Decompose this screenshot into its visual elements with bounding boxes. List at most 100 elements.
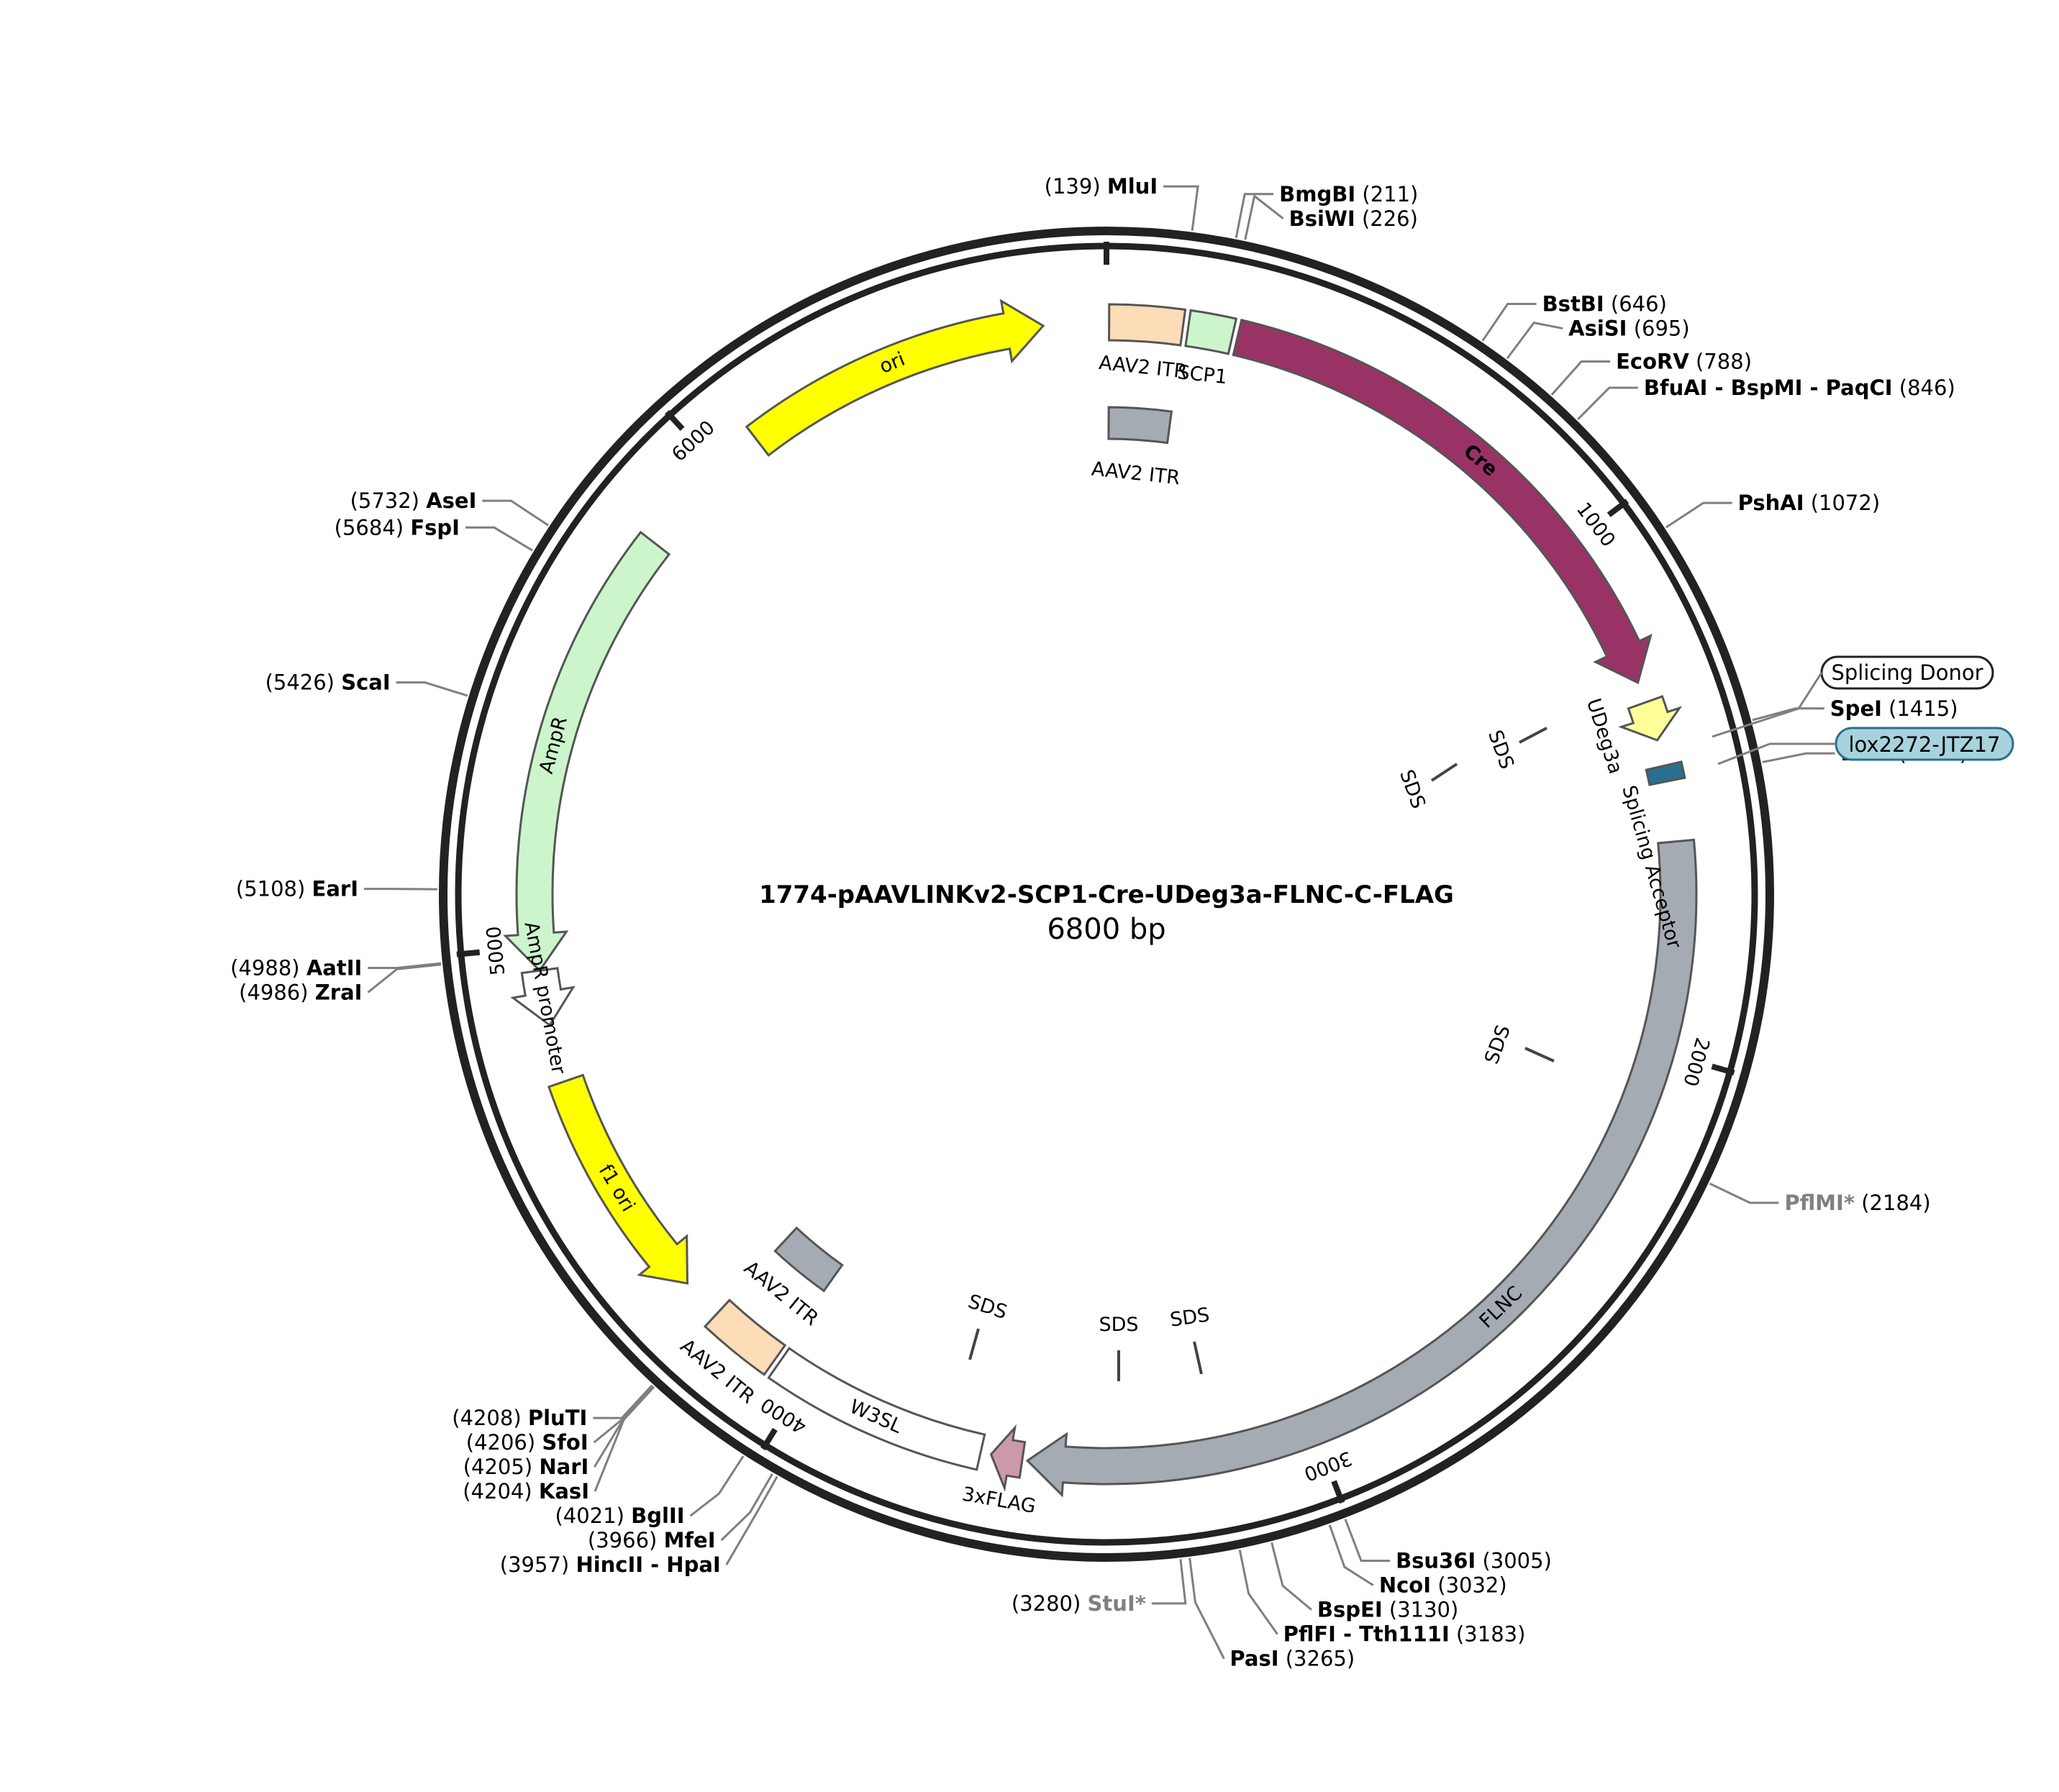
site-label-bmgbi: BmgBI (211)	[1279, 182, 1418, 206]
site-label-bspei: BspEI (3130)	[1317, 1598, 1458, 1622]
site-leader	[1238, 1550, 1278, 1635]
site-label-spei: SpeI (1415)	[1830, 696, 1958, 721]
site-name: PshAI	[1738, 491, 1804, 515]
site-name: FspI	[410, 515, 460, 540]
site-leader	[465, 526, 533, 552]
site-position: (4204)	[463, 1479, 532, 1504]
site-label-bstbi: BstBI (646)	[1542, 292, 1667, 317]
plasmid-size: 6800 bp	[1047, 913, 1165, 946]
site-name: AatII	[306, 955, 362, 980]
site-leader	[367, 963, 442, 993]
site-position: (3280)	[1012, 1591, 1081, 1616]
tick-mark	[1606, 499, 1630, 517]
feature-udeg3a	[1618, 695, 1683, 742]
site-name: ScaI	[341, 670, 390, 695]
site-label-hincii-hpai: (3957) HincII - HpaI	[500, 1552, 721, 1577]
site-name: BglII	[631, 1504, 684, 1528]
site-leader	[720, 1473, 773, 1542]
site-leader	[1752, 707, 1824, 722]
site-label-sfoi: (4206) SfoI	[466, 1430, 588, 1455]
site-position: (226)	[1362, 206, 1418, 231]
site-position: (3966)	[588, 1528, 657, 1552]
site-position: (4208)	[452, 1406, 521, 1430]
site-label-bfuai-bspmi-paqci: BfuAI - BspMI - PaqCI (846)	[1644, 376, 1955, 400]
site-position: (846)	[1899, 376, 1955, 400]
site-position: (3130)	[1389, 1598, 1458, 1622]
feature-3xflag	[989, 1424, 1027, 1492]
feature-aav2-itr	[703, 1298, 787, 1376]
site-label-aatii: (4988) AatII	[230, 955, 362, 980]
site-name: ZraI	[315, 980, 363, 1004]
site-name: PasI	[1230, 1647, 1278, 1671]
feature-aav2-itr	[1107, 406, 1173, 445]
tick-mark	[760, 1427, 778, 1451]
feature-ori	[745, 299, 1045, 457]
site-leader	[725, 1475, 778, 1565]
site-leader	[1188, 1557, 1225, 1660]
site-name: NarI	[539, 1455, 588, 1479]
tick-mark	[665, 410, 685, 432]
site-label-mlui: (139) MluI	[1045, 174, 1158, 199]
site-name: EcoRV	[1616, 350, 1689, 374]
site-label-eari: (5108) EarI	[236, 877, 358, 901]
site-name: StuI*	[1088, 1591, 1146, 1616]
site-label-pflmi: PflMI* (2184)	[1784, 1191, 1930, 1215]
site-position: (211)	[1362, 182, 1418, 206]
site-leader	[1163, 185, 1199, 231]
site-label-fspi: (5684) FspI	[335, 515, 460, 540]
feature-flnc	[1025, 838, 1698, 1498]
sds-label: SDS	[1099, 1314, 1138, 1336]
site-position: (4021)	[555, 1504, 624, 1528]
feature-cre	[1232, 318, 1653, 685]
site-label-mfei: (3966) MfeI	[588, 1528, 716, 1552]
site-position: (5684)	[335, 515, 404, 540]
site-label-ncoi: NcoI (3032)	[1379, 1573, 1507, 1598]
feature-label-scp1: SCP1	[1176, 361, 1228, 388]
site-name: HincII - HpaI	[576, 1552, 720, 1577]
site-name: MluI	[1107, 174, 1158, 199]
site-position: (646)	[1611, 292, 1667, 317]
feature-lox2272-jtz17	[1645, 760, 1686, 786]
site-position: (5732)	[350, 488, 419, 513]
site-leader	[1244, 194, 1284, 240]
site-name: BsiWI	[1289, 206, 1355, 231]
site-label-pluti: (4208) PluTI	[452, 1406, 587, 1430]
site-label-ecorv: EcoRV (788)	[1616, 350, 1752, 374]
sds-label: SDS	[1483, 727, 1518, 772]
site-position: (788)	[1696, 350, 1752, 374]
site-name: PflMI*	[1784, 1191, 1855, 1215]
feature-ampr-promoter	[510, 967, 576, 1027]
site-label-asei: (5732) AseI	[350, 488, 477, 513]
feature-label-aav2-itr: AAV2 ITR	[1091, 458, 1181, 490]
tick-mark	[456, 949, 481, 958]
site-position: (3005)	[1482, 1549, 1551, 1573]
site-name: PluTI	[528, 1406, 587, 1430]
site-label-kasi: (4204) KasI	[463, 1479, 589, 1504]
site-leader	[482, 499, 549, 527]
site-position: (4988)	[230, 955, 299, 980]
lox-label: lox2272-JTZ17	[1849, 732, 2001, 757]
site-leaders	[364, 185, 1835, 1660]
tick-mark	[1711, 1063, 1735, 1076]
site-position: (3265)	[1286, 1647, 1355, 1671]
site-label-pasi: PasI (3265)	[1230, 1647, 1355, 1671]
site-label-bsiwi: BsiWI (226)	[1289, 206, 1418, 231]
site-label-bsu36i: Bsu36I (3005)	[1396, 1549, 1552, 1573]
site-leader	[1235, 193, 1274, 238]
feature-aav2-itr	[773, 1226, 844, 1293]
feature-label-3xflag: 3xFLAG	[960, 1483, 1037, 1519]
site-name: AsiSI	[1568, 317, 1627, 341]
site-name: EarI	[312, 877, 358, 901]
restriction-sites: BmgBI (211)BsiWI (226) BstBI (646)AsiSI (…	[230, 174, 1968, 1670]
site-name: Bsu36I	[1396, 1549, 1476, 1573]
site-position: (1072)	[1811, 491, 1880, 515]
site-label-scai: (5426) ScaI	[265, 670, 391, 695]
site-position: (1415)	[1888, 696, 1958, 721]
site-leader	[1709, 1182, 1779, 1204]
site-label-asisi: AsiSI (695)	[1568, 317, 1690, 341]
tick-label: 3000	[1301, 1447, 1355, 1486]
site-leader	[1481, 303, 1537, 342]
sds-label: SDS	[1168, 1304, 1211, 1331]
site-name: KasI	[539, 1479, 589, 1504]
